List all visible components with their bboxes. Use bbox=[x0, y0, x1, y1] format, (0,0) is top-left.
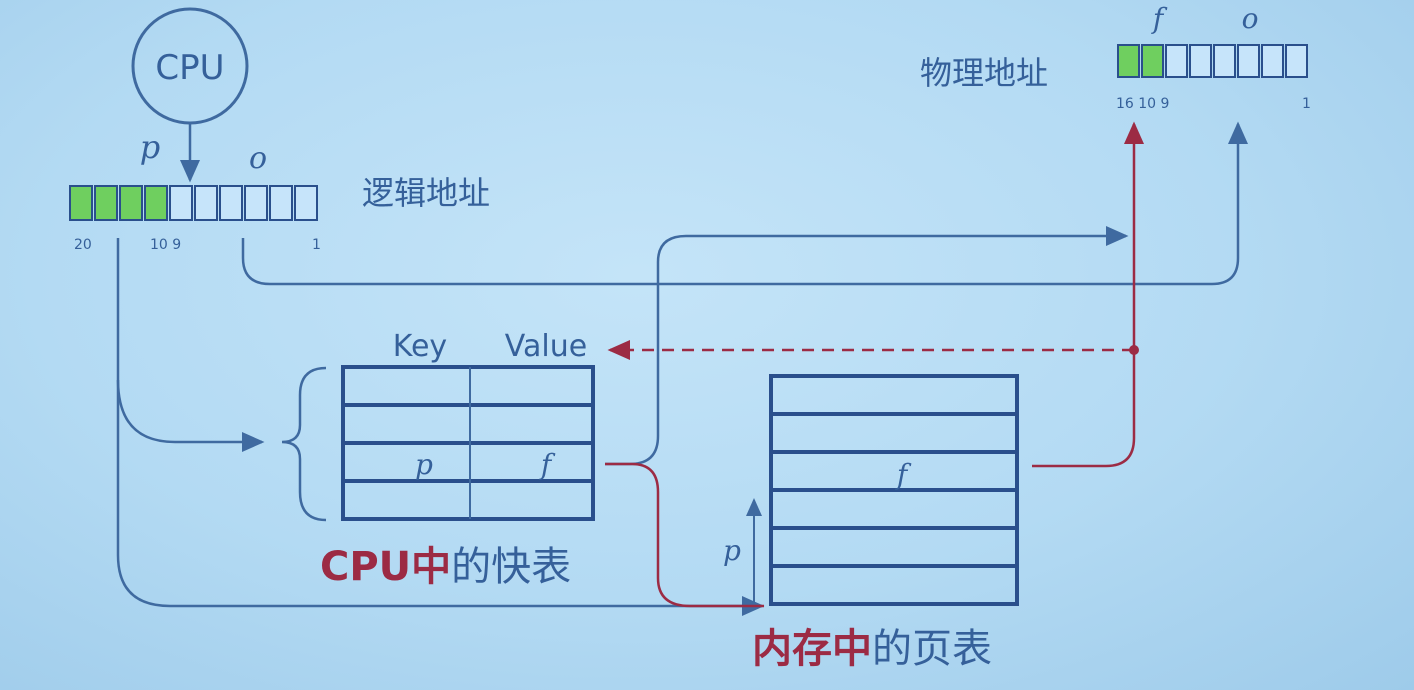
physical-bit-low: 1 bbox=[1302, 96, 1311, 112]
tlb-key-header: Key bbox=[393, 329, 447, 364]
tlb-value-header: Value bbox=[505, 329, 587, 364]
p-to-tlb-arrow bbox=[116, 238, 265, 452]
tlb-table bbox=[341, 365, 595, 521]
tlb-caption-rest: 的快表 bbox=[451, 544, 571, 590]
physical-bit-cell bbox=[1189, 44, 1212, 78]
logical-bit-cell bbox=[294, 185, 318, 221]
logical-bit-mid: 10 9 bbox=[150, 237, 181, 253]
pagetable-to-physical-arrow bbox=[1032, 121, 1144, 468]
pagetable-row-f: f bbox=[895, 458, 912, 491]
p-to-pagetable-arrow bbox=[116, 380, 765, 616]
offset-path-arrow bbox=[241, 121, 1248, 286]
physical-bit-cell bbox=[1237, 44, 1260, 78]
logical-bit-cell bbox=[144, 185, 168, 221]
page-table bbox=[769, 374, 1019, 606]
logical-bit-low: 1 bbox=[312, 237, 321, 253]
logical-bit-cell bbox=[119, 185, 143, 221]
pagetable-caption: 内存中的页表 bbox=[752, 626, 992, 672]
pagetable-index-p: p bbox=[723, 534, 741, 567]
cpu-label: CPU bbox=[155, 48, 224, 88]
logical-p-label: p bbox=[140, 128, 160, 166]
logical-bit-cell bbox=[269, 185, 293, 221]
logical-o-label: o bbox=[249, 141, 267, 176]
physical-bit-cell bbox=[1165, 44, 1188, 78]
physical-bit-cell bbox=[1117, 44, 1140, 78]
physical-bit-cell bbox=[1213, 44, 1236, 78]
logical-address-register bbox=[69, 185, 318, 221]
pagetable-caption-rest: 的页表 bbox=[872, 626, 992, 672]
logical-bit-cell bbox=[169, 185, 193, 221]
physical-bit-cell bbox=[1261, 44, 1284, 78]
tlb-caption-red: CPU中 bbox=[320, 544, 451, 590]
logical-bit-cell bbox=[194, 185, 218, 221]
tlb-caption: CPU中的快表 bbox=[320, 544, 571, 590]
cpu-circle bbox=[131, 7, 249, 125]
tlb-row-p: p bbox=[415, 448, 433, 481]
physical-f-label: f bbox=[1151, 2, 1168, 35]
logical-bit-cell bbox=[219, 185, 243, 221]
physical-o-label: o bbox=[1242, 2, 1259, 35]
tlb-brace bbox=[281, 366, 327, 522]
physical-bit-cell bbox=[1285, 44, 1308, 78]
physical-bit-cell bbox=[1141, 44, 1164, 78]
tlb-row-f: f bbox=[539, 448, 556, 481]
physical-address-register bbox=[1117, 44, 1308, 78]
physical-address-label: 物理地址 bbox=[920, 54, 1048, 92]
physical-bit-high: 16 10 9 bbox=[1116, 96, 1169, 112]
logical-bit-high: 20 bbox=[74, 237, 92, 253]
tlb-hit-path-arrow bbox=[605, 226, 1129, 466]
junction-dot bbox=[1129, 345, 1139, 355]
pagetable-caption-red: 内存中 bbox=[752, 626, 872, 672]
logical-bit-cell bbox=[69, 185, 93, 221]
logical-bit-cell bbox=[94, 185, 118, 221]
tlb-miss-path bbox=[605, 462, 764, 608]
logical-bit-cell bbox=[244, 185, 268, 221]
logical-address-label: 逻辑地址 bbox=[362, 174, 490, 212]
